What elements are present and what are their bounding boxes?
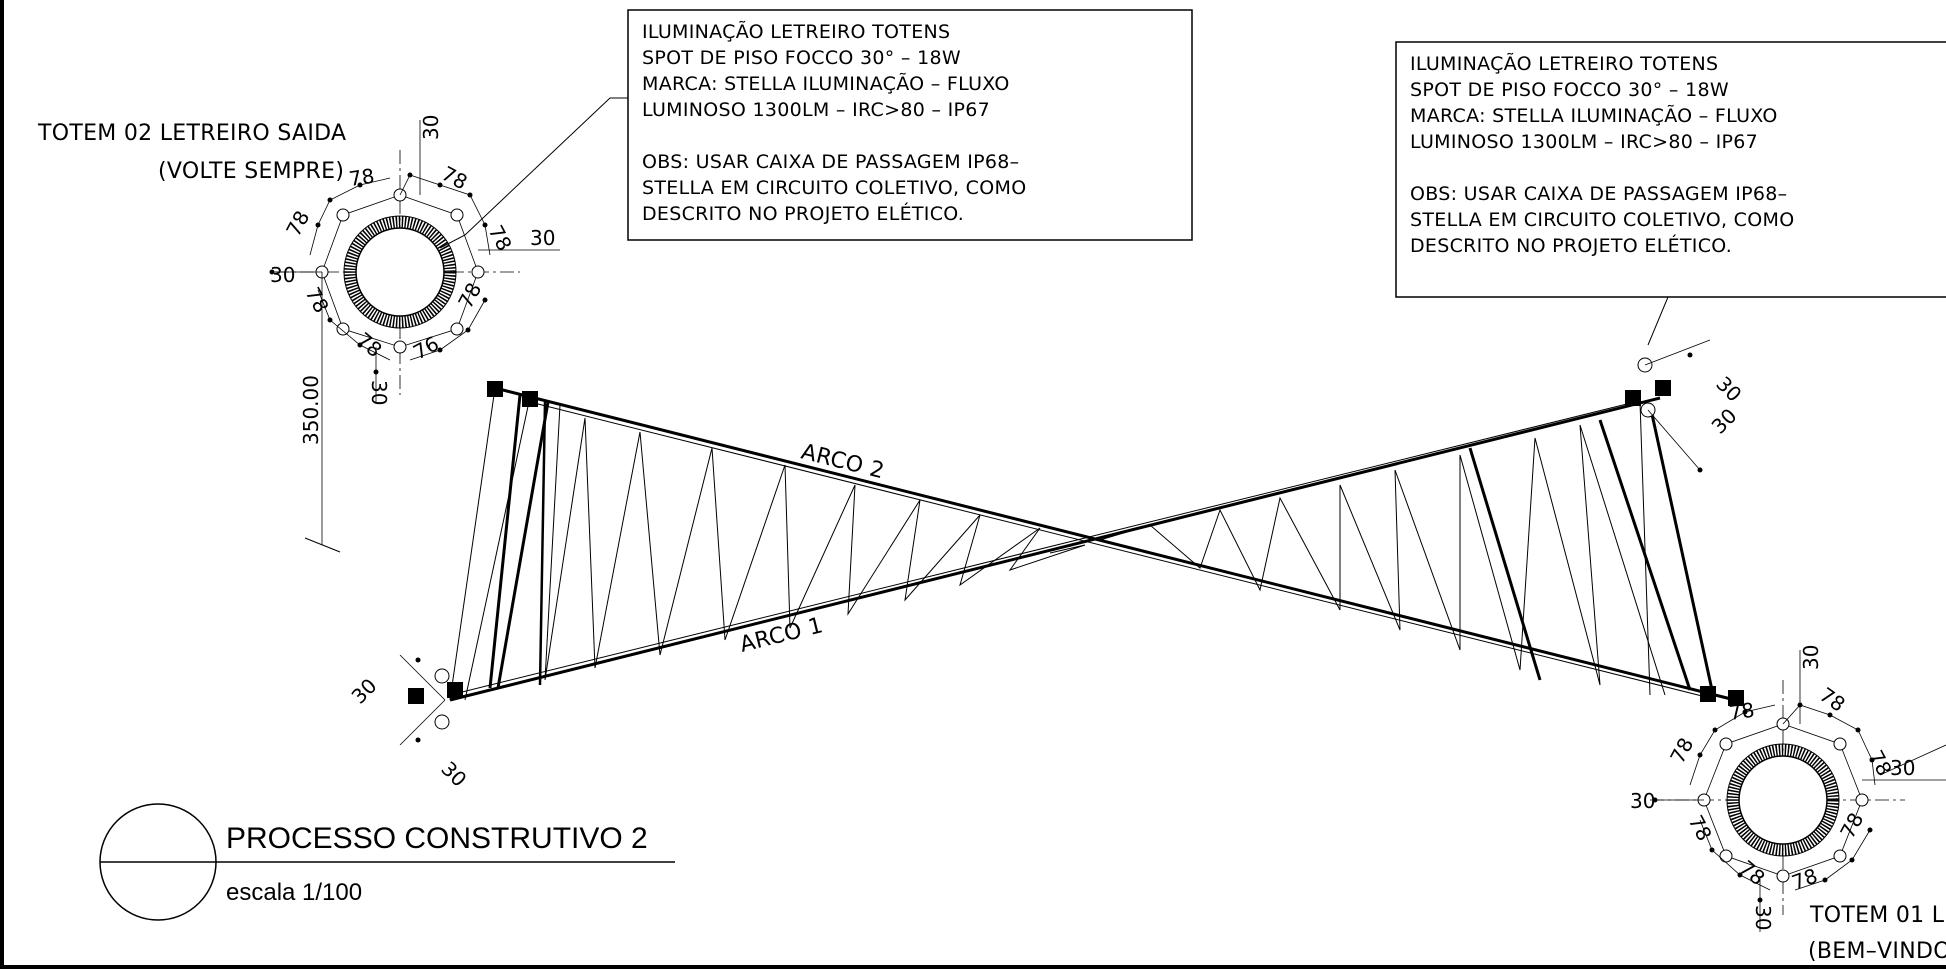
note-2-line-1: ILUMINAÇÃO LETREIRO TOTENS (1410, 52, 1718, 75)
totem-02-label-line2: (VOLTE SEMPRE) (158, 159, 344, 184)
left-end-dim-30-b: 30 (436, 757, 471, 792)
totem-01-dim-30-top: 30 (1799, 645, 1823, 670)
truss-end-spots: 30 30 30 30 (347, 339, 1746, 792)
drawing-scale: escala 1/100 (226, 879, 362, 906)
note-1-line-8: DESCRITO NO PROJETO ELÉTICO. (642, 202, 964, 225)
totem-02-dim-30-bottom: 30 (367, 380, 391, 405)
arco-2-label: ARCO 2 (799, 440, 887, 485)
totem-01-label-line2: (BEM–VINDO) (1808, 939, 1946, 964)
totem-02-dim-78-b: 78 (438, 161, 472, 194)
note-2-line-2: SPOT DE PISO FOCCO 30° – 18W (1410, 79, 1729, 101)
left-end-dim-30-a: 30 (347, 674, 382, 709)
totem-02-dim-78-f: 78 (301, 283, 334, 317)
right-end-dim-30-a: 30 (1711, 372, 1746, 407)
totem-01-dim-78-h: 78 (1789, 863, 1821, 894)
note-2-line-4: LUMINOSO 1300LM – IRC>80 – IP67 (1410, 131, 1758, 153)
arch-trusses: ARCO 2 ARCO 1 (408, 380, 1744, 706)
totem-01-dim-30-right: 30 (1890, 756, 1915, 780)
note-1-line-4: LUMINOSO 1300LM – IRC>80 – IP67 (642, 99, 990, 121)
totem-01-dim-78-c: 78 (1665, 734, 1698, 768)
note-2-leader (1647, 296, 1669, 346)
totem-02-dim-78-g: 78 (352, 327, 387, 362)
totem-02-dim-30-left: 30 (270, 263, 295, 287)
totem-02-dim-78-c: 78 (281, 207, 314, 241)
lighting-note-1: ILUMINAÇÃO LETREIRO TOTENS SPOT DE PISO … (439, 9, 1193, 249)
totem-02-dim-30-top: 30 (419, 115, 443, 140)
right-end-dim-30-b: 30 (1707, 404, 1742, 439)
note-1-line-7: STELLA EM CIRCUITO COLETIVO, COMO (642, 177, 1026, 199)
totem-02-dim-30-right: 30 (530, 226, 555, 250)
totem-02-dim-76: 76 (409, 331, 443, 364)
note-1-line-2: SPOT DE PISO FOCCO 30° – 18W (642, 47, 961, 69)
note-2-line-8: DESCRITO NO PROJETO ELÉTICO. (1410, 234, 1732, 257)
note-1-line-1: ILUMINAÇÃO LETREIRO TOTENS (642, 20, 950, 43)
totem-02-plan: TOTEM 02 LETREIRO SAIDA (VOLTE SEMPRE) (37, 115, 560, 553)
note-1-line-3: MARCA: STELLA ILUMINAÇÃO – FLUXO (642, 72, 1010, 95)
totem-02-label-line1: TOTEM 02 LETREIRO SAIDA (37, 121, 346, 146)
totem-01-label-line1: TOTEM 01 LE (1809, 903, 1946, 928)
totem-01-dim-30-left: 30 (1630, 789, 1655, 813)
drawing-title: PROCESSO CONSTRUTIVO 2 (226, 822, 648, 855)
note-2-line-3: MARCA: STELLA ILUMINAÇÃO – FLUXO (1410, 104, 1778, 127)
note-1-leader (439, 97, 628, 249)
totem-02-dim-78-a: 78 (347, 164, 376, 191)
note-2-line-6: OBS: USAR CAIXA DE PASSAGEM IP68– (1410, 183, 1788, 205)
totem-01-dim-78-f: 78 (1684, 811, 1717, 845)
note-2-line-7: STELLA EM CIRCUITO COLETIVO, COMO (1410, 209, 1794, 231)
drawing-title-block: PROCESSO CONSTRUTIVO 2 escala 1/100 (99, 803, 675, 921)
totem-01-dim-78-a: 78 (1727, 698, 1756, 725)
totem-01-plan: 30 78 78 78 78 30 30 78 78 78 78 30 TOTE… (1630, 645, 1946, 964)
lighting-note-2: ILUMINAÇÃO LETREIRO TOTENS SPOT DE PISO … (1395, 41, 1946, 346)
totem-02-dim-350: 350.00 (299, 375, 323, 445)
note-1-line-6: OBS: USAR CAIXA DE PASSAGEM IP68– (642, 151, 1020, 173)
totem-01-dim-30-bottom: 30 (1751, 905, 1775, 930)
totem-01-dim-78-e: 78 (1835, 809, 1868, 843)
arco-1-label: ARCO 1 (737, 613, 825, 658)
totem-02-dim-78-e: 78 (453, 279, 486, 313)
